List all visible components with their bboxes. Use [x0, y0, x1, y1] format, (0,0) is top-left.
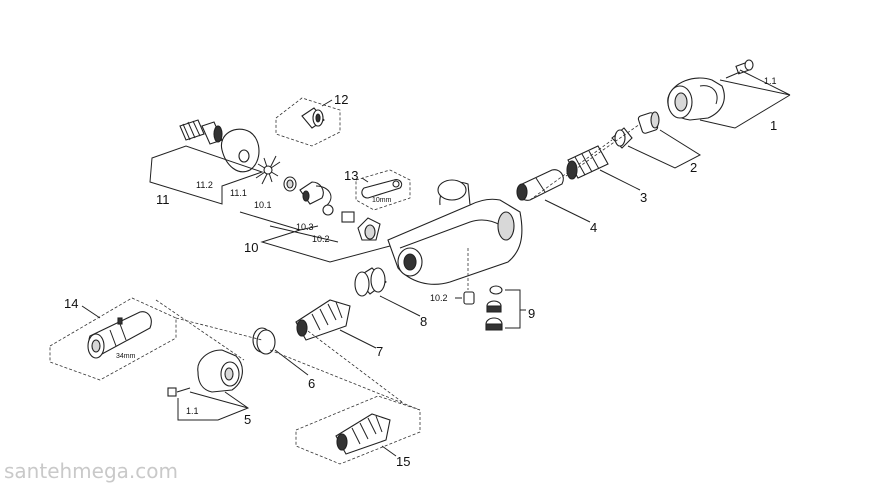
part-3-cartridge	[566, 145, 609, 180]
label-10-2: 10.2	[312, 234, 330, 244]
label-3: 3	[640, 190, 647, 205]
label-13: 13	[344, 168, 358, 183]
label-5-1: 1.1	[186, 406, 199, 416]
label-2: 2	[690, 160, 697, 175]
part-1-handle-cap	[667, 59, 754, 121]
label-11-1: 11.1	[230, 188, 247, 198]
part-13-wrench	[361, 179, 403, 199]
label-10: 10	[244, 240, 258, 255]
part-9-check-valves	[485, 285, 503, 331]
part-6-ring	[252, 327, 276, 355]
part-8-sleeve	[354, 267, 387, 297]
part-7-thermo-element	[295, 299, 351, 341]
part-15-thermo-element-spare	[335, 413, 391, 455]
label-4: 4	[590, 220, 597, 235]
part-4-spindle	[516, 169, 564, 201]
label-7: 7	[376, 344, 383, 359]
part-11-s-union	[179, 119, 281, 185]
label-13-size: 10mm	[372, 197, 392, 204]
part-2-adapter	[611, 111, 660, 149]
label-11-2: 11.2	[196, 180, 213, 190]
assembly-guides	[155, 123, 641, 411]
label-8: 8	[420, 314, 427, 329]
part-14-socket-tool	[87, 311, 152, 359]
part-10-connection	[283, 176, 381, 241]
label-10-3: 10.3	[296, 222, 314, 232]
part-12-nut	[301, 107, 325, 129]
label-6: 6	[308, 376, 315, 391]
part-10-2-plug	[463, 291, 475, 305]
label-10-1: 10.1	[254, 200, 272, 210]
label-15: 15	[396, 454, 410, 469]
label-5: 5	[244, 412, 251, 427]
watermark: santehmega.com	[4, 459, 178, 483]
label-9: 9	[528, 306, 535, 321]
label-10-2-lower: 10.2	[430, 293, 448, 303]
label-14: 14	[64, 296, 78, 311]
label-1-1: 1.1	[764, 76, 777, 86]
label-12: 12	[334, 92, 348, 107]
part-5-handle-cap	[167, 349, 243, 397]
label-11: 11	[156, 192, 170, 207]
label-14-size: 34mm	[116, 353, 136, 360]
label-1: 1	[770, 118, 777, 133]
mixer-body	[387, 179, 523, 285]
